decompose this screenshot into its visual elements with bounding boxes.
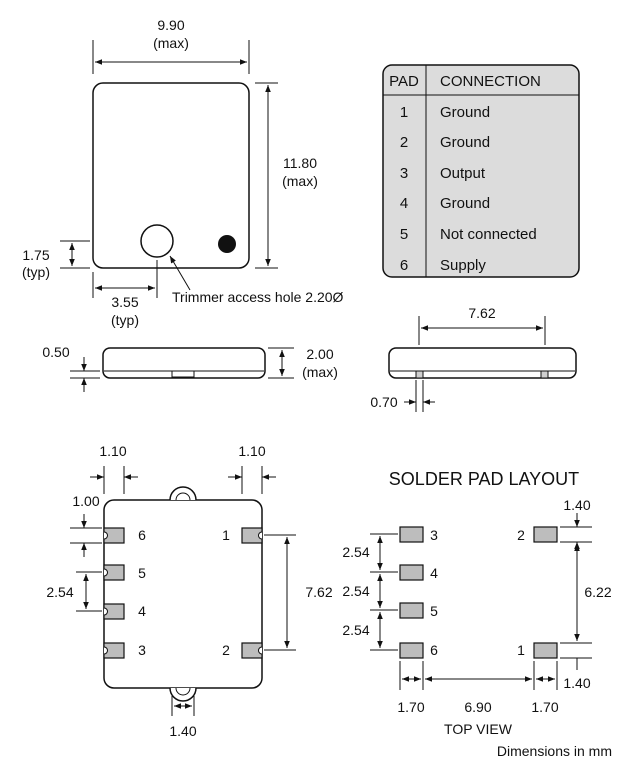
solder-pad-5 <box>399 602 424 619</box>
pad-number: 5 <box>430 603 438 619</box>
table-row-connection: Ground <box>440 134 490 151</box>
table-row-connection: Supply <box>440 257 486 274</box>
pad-number: 6 <box>430 642 438 658</box>
pad-number: 1 <box>222 527 230 543</box>
solder-pitch-2: 2.54 <box>342 583 369 599</box>
height-value: 11.80 <box>283 155 317 171</box>
solder-pad-3 <box>399 526 424 543</box>
pad-number: 3 <box>430 527 438 543</box>
units-note: Dimensions in mm <box>497 743 612 759</box>
width-value: 9.90 <box>157 17 184 33</box>
table-header-pad: PAD <box>389 73 419 90</box>
table-row-connection: Output <box>440 165 486 182</box>
solder-center-gap: 6.90 <box>464 699 491 715</box>
pad-height: 1.00 <box>72 493 99 509</box>
top-view-package: 9.90 (max) 11.80 (max) 1.75 (typ) 3.55 (… <box>22 17 344 328</box>
table-row-pad: 1 <box>400 104 408 121</box>
bottom-pitch: 2.54 <box>46 584 73 600</box>
pad-number: 2 <box>222 642 230 658</box>
solder-pad-2 <box>533 526 558 543</box>
notch-width: 1.40 <box>169 723 196 739</box>
solder-pad-4 <box>399 564 424 581</box>
hole-x-value: 3.55 <box>111 294 138 310</box>
solder-layout-title: SOLDER PAD LAYOUT <box>389 469 579 489</box>
solder-pad-layout: SOLDER PAD LAYOUT 3 4 5 6 2 1 2.54 2.54 … <box>342 469 612 759</box>
pin1-marker-dot <box>218 235 236 253</box>
bottom-view: 6 5 4 3 1 2 1.10 1.10 1.00 2.54 7.62 <box>46 443 332 739</box>
height-note: (max) <box>282 173 318 189</box>
hole-offset-value: 1.75 <box>22 247 49 263</box>
solder-pad-1 <box>533 642 558 659</box>
pad-number: 6 <box>138 527 146 543</box>
solder-pitch-3: 2.54 <box>342 622 369 638</box>
solder-pad-size-top: 1.40 <box>563 497 590 513</box>
solder-pad-width-right: 1.70 <box>531 699 558 715</box>
pad-number: 2 <box>517 527 525 543</box>
pad-number: 4 <box>138 603 146 619</box>
pad-number: 1 <box>517 642 525 658</box>
table-row-pad: 2 <box>400 134 408 151</box>
table-header-connection: CONNECTION <box>440 73 541 90</box>
table-row-connection: Ground <box>440 104 490 121</box>
side-height-value: 2.00 <box>306 346 333 362</box>
side-view: 0.50 2.00 (max) <box>42 344 338 392</box>
top-view-label: TOP VIEW <box>444 721 513 737</box>
solder-pitch-1: 2.54 <box>342 544 369 560</box>
end-pad-spacing: 7.62 <box>468 305 495 321</box>
pad-number: 5 <box>138 565 146 581</box>
table-row-pad: 3 <box>400 165 408 182</box>
pad-number: 3 <box>138 642 146 658</box>
end-pad-width: 0.70 <box>370 394 397 410</box>
trimmer-label: Trimmer access hole 2.20Ø <box>172 289 344 305</box>
base-thickness: 0.50 <box>42 344 69 360</box>
side-height-note: (max) <box>302 364 338 380</box>
table-row-pad: 4 <box>400 195 408 212</box>
left-inset: 1.10 <box>99 443 126 459</box>
trimmer-hole <box>140 224 174 258</box>
solder-pad-width-left: 1.70 <box>397 699 424 715</box>
package-outline <box>92 82 250 269</box>
end-view: 7.62 0.70 <box>370 305 577 412</box>
width-note: (max) <box>153 35 189 51</box>
solder-pad-size-bottom: 1.40 <box>563 675 590 691</box>
table-row-connection: Ground <box>440 195 490 212</box>
pad-number: 4 <box>430 565 438 581</box>
table-row-connection: Not connected <box>440 226 537 243</box>
bottom-span: 7.62 <box>305 584 332 600</box>
hole-x-note: (typ) <box>111 312 139 328</box>
solder-pad-6 <box>399 642 424 659</box>
pad-connection-table: PAD CONNECTION 1 Ground 2 Ground 3 Outpu… <box>382 64 580 278</box>
table-row-pad: 5 <box>400 226 408 243</box>
hole-offset-note: (typ) <box>22 264 50 280</box>
right-inset: 1.10 <box>238 443 265 459</box>
table-row-pad: 6 <box>400 257 408 274</box>
solder-span: 6.22 <box>584 584 611 600</box>
